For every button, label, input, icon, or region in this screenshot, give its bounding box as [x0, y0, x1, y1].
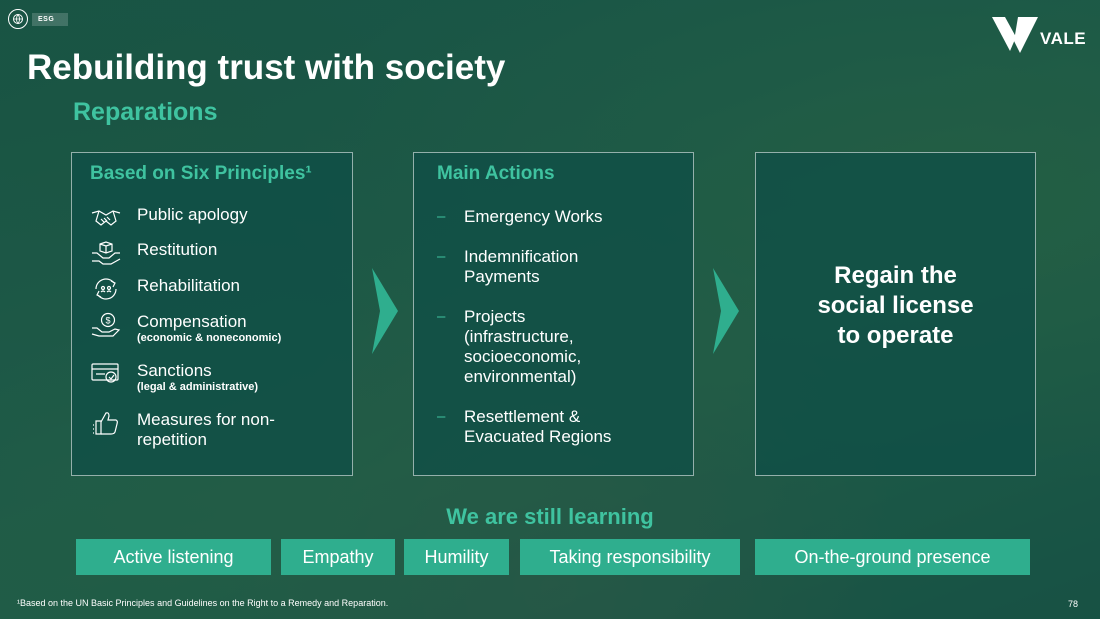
handshake-icon	[90, 205, 122, 231]
globe-icon	[8, 9, 28, 29]
arrow-right-icon	[713, 268, 739, 354]
logo-wordmark: VALE	[1040, 29, 1087, 48]
principle-label: Restitution	[137, 240, 218, 259]
actions-heading: Main Actions	[437, 163, 555, 184]
principle-label: Sanctions	[137, 361, 212, 380]
goal-panel: Regain the social license to operate	[755, 152, 1036, 476]
hand-dollar-coin-icon: $	[90, 312, 122, 338]
value-pill: Taking responsibility	[520, 539, 740, 575]
action-item: – Indemnification Payments	[437, 247, 604, 287]
action-item: – Emergency Works	[437, 207, 679, 227]
principle-item: Public apology	[90, 205, 248, 231]
principle-item: $ Compensation (economic & noneconomic)	[90, 312, 281, 345]
dash-bullet-icon: –	[437, 308, 446, 325]
principle-item: Restitution	[90, 240, 217, 266]
thumbs-up-icon	[90, 410, 122, 436]
actions-panel: Main Actions – Emergency Works – Indemni…	[413, 152, 694, 476]
principle-note: (economic & noneconomic)	[137, 332, 282, 344]
principle-label: Rehabilitation	[137, 276, 241, 295]
dash-bullet-icon: –	[437, 248, 446, 265]
principle-item: Sanctions (legal & administrative)	[90, 361, 258, 394]
value-pill: Empathy	[281, 539, 395, 575]
action-label: Emergency Works	[464, 207, 603, 226]
recycle-people-icon	[90, 276, 122, 302]
company-logo: VALE	[992, 17, 1086, 53]
section-tag: ESG	[32, 12, 69, 26]
dash-bullet-icon: –	[437, 408, 446, 425]
action-label: Resettlement & Evacuated Regions	[464, 407, 612, 446]
value-pill: On-the-ground presence	[755, 539, 1030, 575]
principle-item: Rehabilitation	[90, 276, 240, 302]
principle-label: Compensation	[137, 312, 247, 331]
value-pill: Humility	[404, 539, 509, 575]
svg-text:$: $	[106, 316, 111, 326]
section-badge: ESG	[8, 9, 69, 29]
dash-bullet-icon: –	[437, 208, 446, 225]
value-pill: Active listening	[76, 539, 271, 575]
principle-note: (legal & administrative)	[137, 381, 259, 393]
principles-heading: Based on Six Principles¹	[90, 163, 312, 184]
goal-statement: Regain the social license to operate	[756, 261, 1035, 351]
action-label: Projects (infrastructure, socioeconomic,…	[464, 307, 582, 386]
page-title: Rebuilding trust with society	[27, 48, 506, 87]
hands-giving-box-icon	[90, 240, 122, 266]
principle-label: Measures for non-repetition	[137, 410, 275, 449]
goal-text: Regain the social license to operate	[817, 262, 974, 349]
page-number: 78	[1068, 599, 1079, 609]
action-item: – Projects (infrastructure, socioeconomi…	[437, 307, 604, 387]
principle-label: Public apology	[137, 205, 248, 224]
principle-item: Measures for non-repetition	[90, 410, 277, 450]
vale-logo-mark-icon	[992, 17, 1038, 53]
action-item: – Resettlement & Evacuated Regions	[437, 407, 664, 447]
footnote: ¹Based on the UN Basic Principles and Gu…	[17, 598, 389, 608]
action-label: Indemnification Payments	[464, 247, 579, 286]
principles-panel: Based on Six Principles¹ Public apology …	[71, 152, 353, 476]
id-card-seal-icon	[90, 361, 122, 387]
arrow-right-icon	[372, 268, 398, 354]
page-subtitle: Reparations	[73, 98, 218, 126]
learning-heading: We are still learning	[446, 504, 654, 529]
